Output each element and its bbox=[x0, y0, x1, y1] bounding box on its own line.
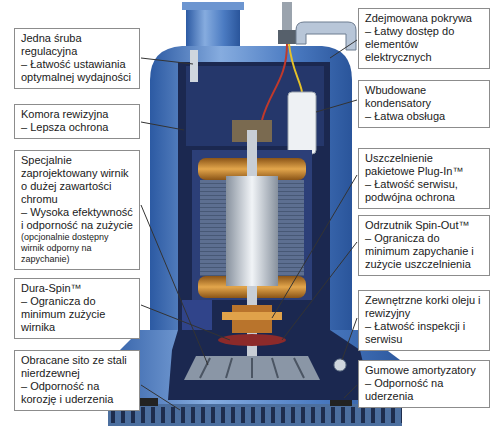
callout-text: – Łatwość ustawiania optymalnej wydajnoś… bbox=[21, 58, 133, 84]
callout-box: Zdejmowana pokrywa– Łatwy dostęp do elem… bbox=[358, 8, 490, 69]
capacitor bbox=[288, 92, 316, 154]
handle bbox=[296, 22, 356, 50]
inspection-chamber bbox=[182, 300, 212, 330]
callout-text: – Łatwy dostęp do elementów elektrycznyc… bbox=[365, 25, 483, 64]
callout-box: Odrzutnik Spin-Out™– Ogranicza do minimu… bbox=[358, 215, 490, 276]
leader-line bbox=[344, 385, 357, 398]
callout-box: Dura-Spin™– Ogranicza do minimum zużycie… bbox=[14, 278, 140, 339]
callout-text: – Łatwość serwisu, podwójna ochrona bbox=[365, 178, 483, 204]
callout-heading: Zewnętrzne korki oleju i rewizyjny bbox=[365, 294, 483, 320]
callout-text: – Łatwość inspekcji i serwisu bbox=[365, 320, 483, 346]
callout-box: Uszczelnienie pakietowe Plug-In™– Łatwoś… bbox=[358, 148, 490, 209]
leader-lines bbox=[141, 40, 357, 410]
callout-box: Specjalnie zaprojektowany wirnik o dużej… bbox=[14, 150, 140, 270]
adjusting-screw bbox=[190, 50, 198, 82]
rotor bbox=[226, 176, 278, 286]
leader-line bbox=[141, 385, 180, 410]
callout-heading: Wbudowane kondensatory bbox=[365, 84, 483, 110]
leader-line bbox=[330, 40, 357, 58]
callout-text: – Wysoka efektywność i odporność na zuży… bbox=[21, 206, 133, 232]
callout-box: Zewnętrzne korki oleju i rewizyjny– Łatw… bbox=[358, 290, 490, 351]
callout-box: Wbudowane kondensatory– Łatwa obsługa bbox=[358, 80, 490, 128]
oil-plug bbox=[334, 359, 346, 371]
callout-heading: Specjalnie zaprojektowany wirnik o dużej… bbox=[21, 154, 133, 206]
callout-heading: Uszczelnienie pakietowe Plug-In™ bbox=[365, 152, 483, 178]
callout-heading: Obracane sito ze stali nierdzewnej bbox=[21, 354, 133, 380]
callout-text: – Ogranicza do minimum zapychanie i zuży… bbox=[365, 232, 483, 271]
callout-text: – Łatwa obsługa bbox=[365, 110, 483, 123]
leader-line bbox=[272, 175, 357, 318]
leader-line bbox=[282, 242, 357, 340]
callout-heading: Komora rewizyjna bbox=[21, 108, 133, 121]
callout-note: (opcjonalnie dostępny wirnik odporny na … bbox=[21, 232, 133, 265]
leader-line bbox=[141, 122, 184, 130]
impeller-blades bbox=[200, 358, 304, 378]
outlet-flange bbox=[182, 2, 244, 10]
impeller bbox=[184, 356, 320, 380]
leader-line bbox=[141, 305, 230, 340]
callout-heading: Jedna śruba regulacyjna bbox=[21, 32, 133, 58]
cutaway bbox=[168, 62, 372, 400]
spin-out bbox=[218, 334, 286, 346]
cable-gland bbox=[278, 30, 296, 44]
leader-line bbox=[342, 318, 357, 360]
leader-line bbox=[141, 58, 193, 64]
callout-text: – Lepsza ochrona bbox=[21, 121, 133, 134]
callout-box: Gumowe amortyzatory– Odporność na uderze… bbox=[358, 360, 490, 408]
leader-line bbox=[141, 205, 208, 365]
wire bbox=[262, 44, 287, 120]
callout-heading: Zdejmowana pokrywa bbox=[365, 12, 483, 25]
callout-heading: Odrzutnik Spin-Out™ bbox=[365, 219, 483, 232]
callout-box: Komora rewizyjna– Lepsza ochrona bbox=[14, 104, 140, 139]
callout-heading: Gumowe amortyzatory bbox=[365, 364, 483, 377]
callout-text: – Odporność na korozję i uderzenia bbox=[21, 380, 133, 406]
wire bbox=[289, 44, 302, 92]
callout-heading: Dura-Spin™ bbox=[21, 282, 133, 295]
callout-text: – Ogranicza do minimum zużycie wirnika bbox=[21, 295, 133, 334]
callout-text: – Odporność na uderzenia bbox=[365, 377, 483, 403]
callout-box: Obracane sito ze stali nierdzewnej– Odpo… bbox=[14, 350, 140, 411]
pump-interior bbox=[168, 44, 372, 400]
leader-line bbox=[316, 100, 357, 112]
callout-box: Jedna śruba regulacyjna– Łatwość ustawia… bbox=[14, 28, 140, 89]
